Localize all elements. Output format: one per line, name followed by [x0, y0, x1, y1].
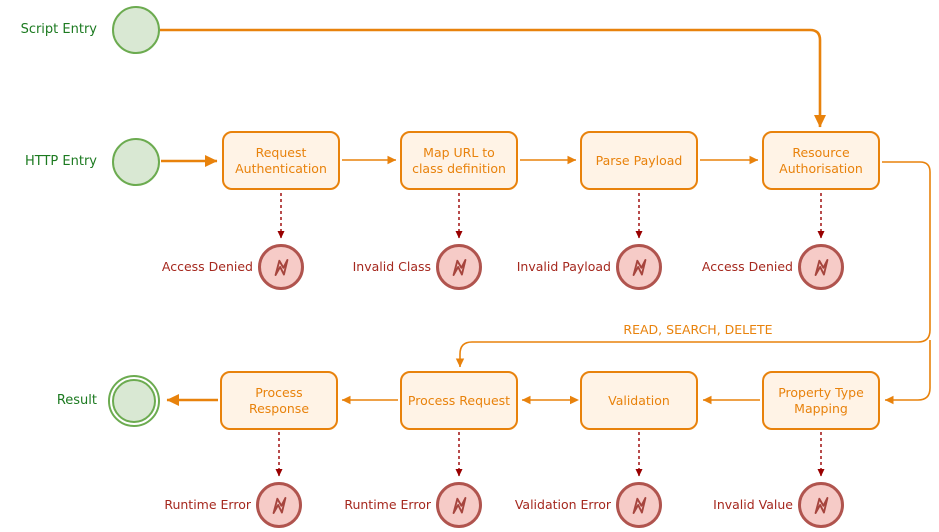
error-bolt-icon [632, 496, 646, 514]
task-validation[interactable]: Validation [580, 371, 698, 430]
start-event-http-entry[interactable] [112, 138, 160, 186]
error-label-access-denied-2: Access Denied [701, 259, 793, 274]
task-resource-authorisation[interactable]: Resource Authorisation [762, 131, 880, 190]
task-map-url-to-class-definition[interactable]: Map URL to class definition [400, 131, 518, 190]
task-label: Process Response [248, 384, 310, 416]
task-request-authentication[interactable]: Request Authentication [222, 131, 340, 190]
task-process-request[interactable]: Process Request [400, 371, 518, 430]
edge-script-entry-to-resource-authorisation [160, 28, 826, 128]
edge-resource-authorisation-to-process-request [455, 161, 931, 368]
task-label: Validation [608, 392, 670, 408]
task-property-type-mapping[interactable]: Property Type Mapping [762, 371, 880, 430]
task-label: Map URL to class definition [412, 144, 506, 176]
error-label-runtime-error-2: Runtime Error [344, 497, 431, 512]
error-event-access-denied-1[interactable] [258, 244, 304, 290]
error-bolt-icon [452, 496, 466, 514]
error-label-validation-error: Validation Error [514, 497, 611, 512]
error-label-invalid-value: Invalid Value [713, 497, 793, 512]
task-parse-payload[interactable]: Parse Payload [580, 131, 698, 190]
error-bolt-icon [274, 258, 288, 276]
error-event-validation-error[interactable] [616, 482, 662, 528]
error-event-access-denied-2[interactable] [798, 244, 844, 290]
start-event-script-entry[interactable] [112, 6, 160, 54]
error-label-runtime-error-1: Runtime Error [164, 497, 251, 512]
error-bolt-icon [814, 258, 828, 276]
end-event-inner-ring [112, 379, 156, 423]
error-label-invalid-class: Invalid Class [352, 259, 431, 274]
end-event-result[interactable] [108, 375, 160, 427]
error-label-invalid-payload: Invalid Payload [516, 259, 611, 274]
http-entry-label: HTTP Entry [25, 154, 97, 169]
task-label: Property Type Mapping [778, 384, 864, 416]
result-label: Result [56, 393, 97, 408]
read-search-delete-edge-label: READ, SEARCH, DELETE [623, 322, 773, 337]
error-event-runtime-error-2[interactable] [436, 482, 482, 528]
edge-validation-process-request-right-head [570, 395, 579, 405]
error-event-invalid-class[interactable] [436, 244, 482, 290]
script-entry-label: Script Entry [20, 22, 97, 37]
error-event-runtime-error-1[interactable] [256, 482, 302, 528]
error-event-invalid-value[interactable] [798, 482, 844, 528]
task-label: Request Authentication [235, 144, 327, 176]
error-label-access-denied-1: Access Denied [161, 259, 253, 274]
error-bolt-icon [814, 496, 828, 514]
error-bolt-icon [272, 496, 286, 514]
error-bolt-icon [452, 258, 466, 276]
task-label: Process Request [407, 392, 511, 408]
task-label: Resource Authorisation [779, 144, 863, 176]
edge-resource-authorisation-to-property-type-mapping [884, 340, 931, 405]
error-event-invalid-payload[interactable] [616, 244, 662, 290]
task-process-response[interactable]: Process Response [220, 371, 338, 430]
task-label: Parse Payload [595, 152, 683, 168]
error-bolt-icon [632, 258, 646, 276]
